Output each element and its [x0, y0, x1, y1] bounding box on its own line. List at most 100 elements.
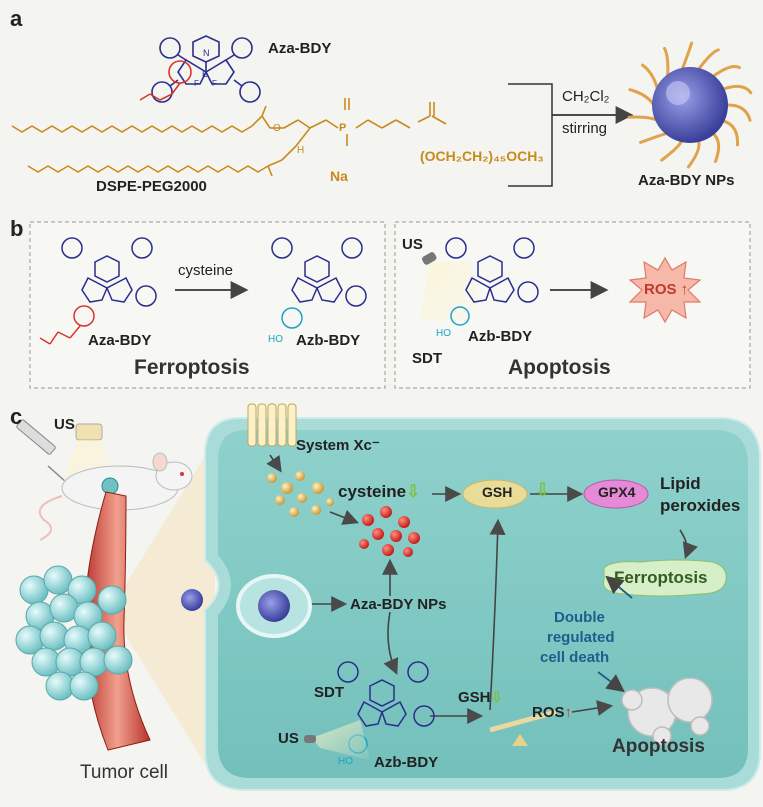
peg-tail [710, 65, 741, 79]
double-label-1: Double [554, 609, 605, 626]
seesaw-fulcrum [512, 734, 528, 746]
nps-label-c: Aza-BDY NPs [350, 596, 447, 613]
nanoparticle-large [627, 41, 753, 169]
section-a: N B F F [11, 35, 753, 187]
gsh-label-top: GSH [482, 484, 513, 500]
atom-o-1: O [273, 123, 281, 134]
zoom-cone [110, 440, 215, 780]
cystine-balls [267, 471, 334, 517]
panel-label-a: a [10, 6, 23, 31]
tumor-cell-sphere [87, 621, 117, 651]
ros-burst [628, 256, 702, 324]
us-probe-b [420, 252, 480, 320]
peroxides-label: peroxides [660, 496, 741, 515]
lipid-label: Lipid [660, 474, 701, 493]
peg-tail [710, 131, 721, 164]
ho-label-c: HO [338, 756, 353, 767]
endosome [236, 574, 312, 638]
tumor-mass [15, 565, 133, 701]
tumor-cell-label: Tumor cell [80, 762, 168, 783]
dspe-peg-label: DSPE-PEG2000 [96, 178, 207, 195]
peg-tail [720, 119, 739, 147]
lipid-chain-upper [11, 105, 284, 133]
up-arrow-icon: ↑ [676, 281, 689, 298]
ferroptosis-title: Ferroptosis [134, 356, 250, 379]
syringe [16, 419, 67, 483]
peg-tail [641, 63, 660, 91]
glycerol-phosphate-backbone [283, 98, 447, 147]
ros-label-b: ROS ↑ [644, 281, 688, 298]
aza-bdy-label-b: Aza-BDY [88, 332, 152, 349]
ros-up-icon-c: ↑ [564, 704, 573, 721]
aza-bdy-label-a: Aza-BDY [268, 40, 332, 57]
tumor-cell-sphere [103, 645, 133, 675]
aza-bdy-acrylate-top [139, 60, 192, 101]
gsh-text-bottom: GSH [458, 689, 491, 706]
seesaw-beam [489, 709, 557, 733]
reaction-bracket [508, 83, 553, 187]
ros-text-c: ROS [532, 704, 565, 721]
ros-label-c: ROS↑ [532, 704, 572, 721]
cysteine-text: cysteine [338, 482, 407, 501]
cysteine-label-c: cysteine⇩ [338, 482, 420, 502]
ho-label-right: HO [436, 328, 451, 339]
peg-tail [680, 41, 694, 72]
section-b [29, 221, 751, 389]
ros-text-b: ROS [644, 281, 677, 298]
peg-tail [663, 46, 670, 79]
atom-h: H [297, 145, 304, 156]
azb-bdy-label-c: Azb-BDY [374, 754, 439, 771]
peg-tail [686, 138, 701, 169]
double-arrow-up [605, 575, 633, 599]
apoptosis-label-c: Apoptosis [612, 736, 705, 757]
box-ferroptosis [29, 221, 386, 389]
azb-bdy-structure-right [445, 237, 539, 303]
stirring-label: stirring [562, 120, 608, 137]
azb-bdy-label-right: Azb-BDY [468, 328, 533, 345]
sdt-label-c: SDT [314, 684, 344, 701]
solvent-label: CH₂Cl₂ [562, 88, 610, 105]
np-outside [181, 589, 203, 611]
gpx4-label: GPX4 [598, 484, 636, 500]
peg-tail [724, 103, 752, 122]
gsh-bottom-down-icon: ⇩ [490, 689, 504, 706]
tumor-cell-sphere [39, 621, 69, 651]
peg-tail [627, 115, 660, 123]
sdt-label-b: SDT [412, 350, 442, 367]
phenol-ring-b [281, 307, 303, 329]
double-label-3: cell death [540, 649, 610, 666]
down-arrow-icon: ⇩ [406, 482, 421, 501]
gpx4-pill [583, 479, 649, 509]
system-xc-label: System Xc⁻ [296, 437, 380, 454]
pathway-arrows [266, 454, 698, 724]
double-arrow-down [597, 671, 625, 693]
gsh-label-bottom: GSH⇩ [458, 688, 503, 706]
system-xc-transporter [247, 403, 297, 447]
azb-bdy-structure-b [271, 237, 367, 307]
azb-bdy-structure-c [337, 661, 435, 727]
apoptosis-title-b: Apoptosis [508, 356, 611, 379]
atom-b-top: B [202, 69, 208, 79]
ho-label-b: HO [268, 334, 283, 345]
cysteine-arrow-label: cysteine [178, 262, 234, 279]
tumor-cell-sphere [69, 671, 99, 701]
us-label-c: US [54, 416, 75, 433]
peg-tail [660, 138, 684, 162]
peg-tail [628, 88, 656, 107]
azb-bdy-label-b: Azb-BDY [296, 332, 361, 349]
gsh-down-icon: ⇩ [535, 480, 551, 500]
peg-tail [696, 48, 720, 72]
ferroptosis-label-c: Ferroptosis [614, 568, 708, 587]
us-label-c2: US [278, 730, 299, 747]
us-probe-c [304, 735, 316, 743]
na-label: Na [330, 168, 348, 184]
section-c [15, 403, 761, 791]
atom-p: P [339, 122, 346, 134]
aza-bdy-structure-top [151, 35, 261, 103]
double-label-2: regulated [547, 629, 615, 646]
atom-n-top: N [203, 48, 210, 58]
us-beam-c [312, 720, 370, 760]
acrylate-b [39, 305, 95, 345]
